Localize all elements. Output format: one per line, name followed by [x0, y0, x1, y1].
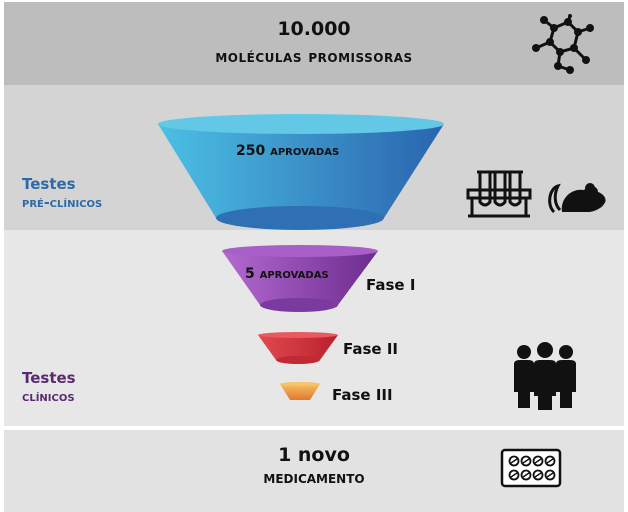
preclinical-label: Testes pré-clínicos	[22, 175, 102, 211]
test-tubes-icon	[466, 168, 532, 218]
header-band	[4, 2, 624, 85]
pill-pack-icon	[500, 448, 562, 488]
funnel-tiny	[278, 380, 322, 404]
funnel-medium	[220, 243, 380, 315]
clinical-label-line2: clínicos	[22, 389, 75, 405]
clinical-approved: 5 aprovadas	[245, 266, 329, 282]
result-line1: 1 novo	[278, 444, 350, 466]
clinical-label-line1: Testes	[22, 369, 76, 387]
people-icon	[512, 342, 578, 410]
funnel-large	[156, 112, 446, 234]
preclinical-label-line2: pré-clínicos	[22, 195, 103, 211]
result-line2: medicamento	[263, 468, 365, 488]
phase-1-label: Fase I	[366, 276, 416, 294]
preclinical-approved: 250 aprovadas	[236, 143, 340, 159]
preclinical-label-line1: Testes	[22, 175, 76, 193]
mouse-icon	[544, 174, 608, 216]
molecule-count: 10.000	[277, 18, 351, 40]
molecule-subtitle: moléculas promissoras	[215, 47, 413, 67]
molecule-icon	[530, 14, 596, 76]
phase-3-label: Fase III	[332, 386, 393, 404]
phase-2-label: Fase II	[343, 340, 398, 358]
funnel-small	[256, 330, 340, 366]
clinical-label: Testes clínicos	[22, 369, 76, 405]
